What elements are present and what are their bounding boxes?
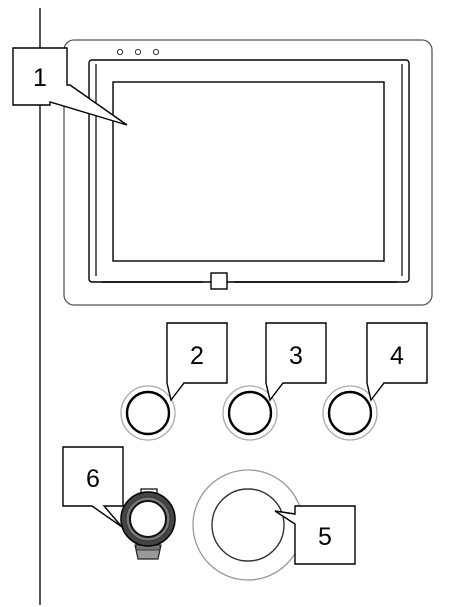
indicator-led [152,48,160,56]
callout-4-label: 4 [390,342,404,370]
callout-1-box [12,47,128,126]
callout-3: 3 [265,322,327,402]
touchscreen-hmi [63,39,433,306]
callout-4: 4 [366,322,428,402]
callout-3-label: 3 [289,342,303,370]
callout-4-box [366,322,428,402]
callout-1-label: 1 [33,64,47,92]
callout-1: 1 [12,47,128,126]
key-switch-6[interactable] [120,488,176,560]
large-button-5[interactable] [192,469,304,581]
indicator-led [134,48,142,56]
indicator-led [116,48,124,56]
key-switch-icon[interactable] [129,500,167,538]
knob-3[interactable] [222,385,278,441]
round-knob-icon[interactable] [125,390,171,436]
callout-2: 2 [166,322,228,402]
square-home-icon[interactable] [210,272,228,290]
round-knob-icon[interactable] [327,390,373,436]
indicator-leds [116,48,160,56]
callout-2-box [166,322,228,402]
knob-4[interactable] [322,385,378,441]
round-knob-icon[interactable] [227,390,273,436]
callout-5-label: 5 [318,523,332,551]
large-round-button-icon[interactable] [211,488,285,562]
callout-6-box [62,446,124,528]
callout-3-box [265,322,327,402]
callout-5-box [274,505,356,565]
callout-6-label: 6 [86,465,100,493]
display-screen[interactable] [112,81,385,262]
knob-2[interactable] [120,385,176,441]
callout-5: 5 [274,505,356,565]
callout-6: 6 [62,446,124,528]
callout-2-label: 2 [190,342,204,370]
